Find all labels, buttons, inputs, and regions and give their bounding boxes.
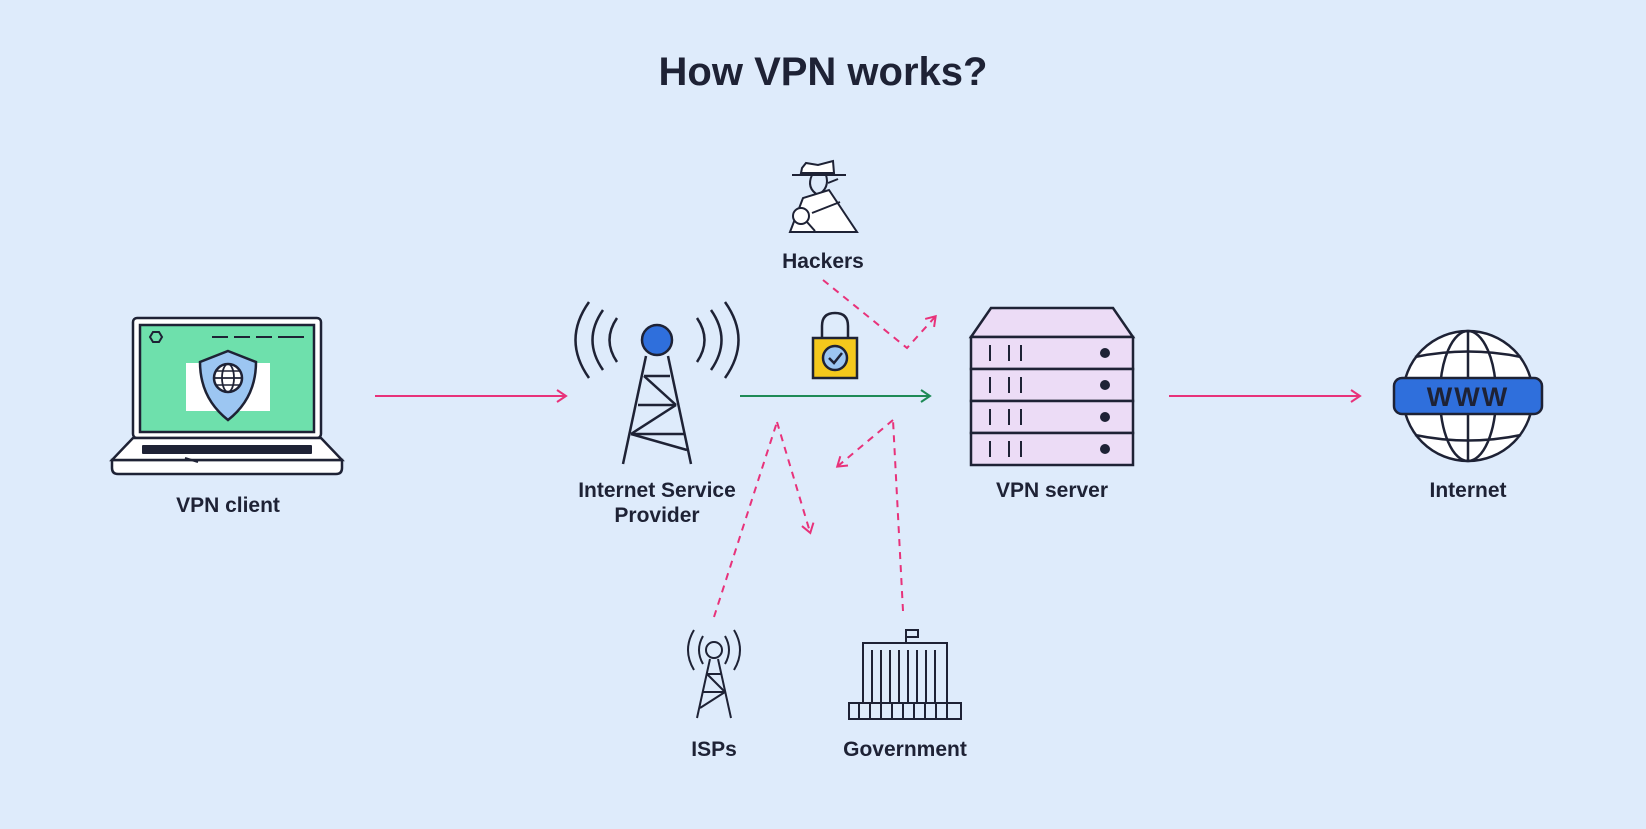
padlock-check-icon [811,311,859,380]
government-label: Government [843,738,967,761]
laptop-shield-icon [109,316,345,476]
dashed-arrow-government [835,419,894,468]
www-badge-text: WWW [1427,382,1509,412]
dashed-arrow-isps [776,421,815,535]
internet-label: Internet [1429,479,1507,502]
dashed-line-isps [713,421,778,618]
globe-www-icon [1392,329,1544,463]
dashed-arrow-hackers [822,279,937,350]
diagram-title: How VPN works? [658,50,988,94]
vpn-server-label: VPN server [995,479,1109,502]
vpn-client-label: VPN client [176,494,280,517]
government-building-icon [848,629,962,720]
hacker-spy-icon [788,159,859,233]
isp-label-line-2: Provider [614,504,700,527]
dashed-line-government [892,419,904,612]
isps-label: ISPs [691,738,737,761]
isp-label-line-1: Internet Service [578,479,736,502]
hackers-label: Hackers [782,250,864,273]
radio-tower-icon [574,301,740,465]
small-tower-icon [687,629,741,719]
isp-label: Internet Service Provider [542,478,772,528]
server-rack-icon [968,306,1136,467]
